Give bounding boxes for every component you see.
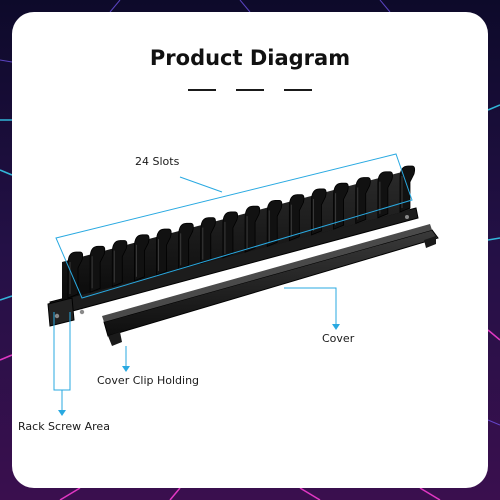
rack-screw-hole <box>79 309 85 315</box>
rack-screw-hole <box>405 215 409 219</box>
slots-callout-box <box>55 153 413 299</box>
callout-label-rack-screw: Rack Screw Area <box>18 420 110 433</box>
cover-top-face <box>102 224 432 322</box>
slot-finger <box>288 194 305 242</box>
slots-callout-line <box>179 176 223 193</box>
slot-finger <box>311 188 327 236</box>
cover-arrow-head <box>332 324 340 330</box>
title-divider-dash <box>188 89 216 91</box>
cable-manager-diagram <box>47 153 439 416</box>
diagram-card: Product Diagram <box>12 12 488 488</box>
slot-finger <box>67 251 84 299</box>
cover-clip-arrow-head <box>122 366 130 372</box>
page-title: Product Diagram <box>149 46 351 70</box>
rack-screw-hole <box>54 313 60 319</box>
slot-finger <box>156 228 172 276</box>
slot-finger <box>134 234 150 282</box>
slot-finger <box>178 222 194 270</box>
slot-finger <box>333 182 349 230</box>
slot-finger <box>355 177 371 225</box>
title-divider-dash <box>284 89 312 91</box>
rack-screw-arrow-head <box>58 410 66 416</box>
callout-label-cover: Cover <box>322 332 355 345</box>
slot-finger <box>266 200 283 247</box>
slot-finger <box>377 171 393 219</box>
slot-finger <box>111 240 128 288</box>
title-divider-dash <box>236 89 264 91</box>
slot-finger <box>200 217 216 265</box>
slot-fingers <box>67 165 416 299</box>
slot-finger <box>89 245 106 293</box>
cover-clip <box>424 236 436 248</box>
slot-finger <box>244 205 261 253</box>
slot-finger <box>222 211 238 259</box>
callout-label-slots: 24 Slots <box>135 155 180 168</box>
cover-clip <box>108 332 122 346</box>
callout-label-cover-clip: Cover Clip Holding <box>97 374 200 387</box>
cover-callout-line <box>284 287 337 326</box>
rear-panel <box>62 172 410 300</box>
